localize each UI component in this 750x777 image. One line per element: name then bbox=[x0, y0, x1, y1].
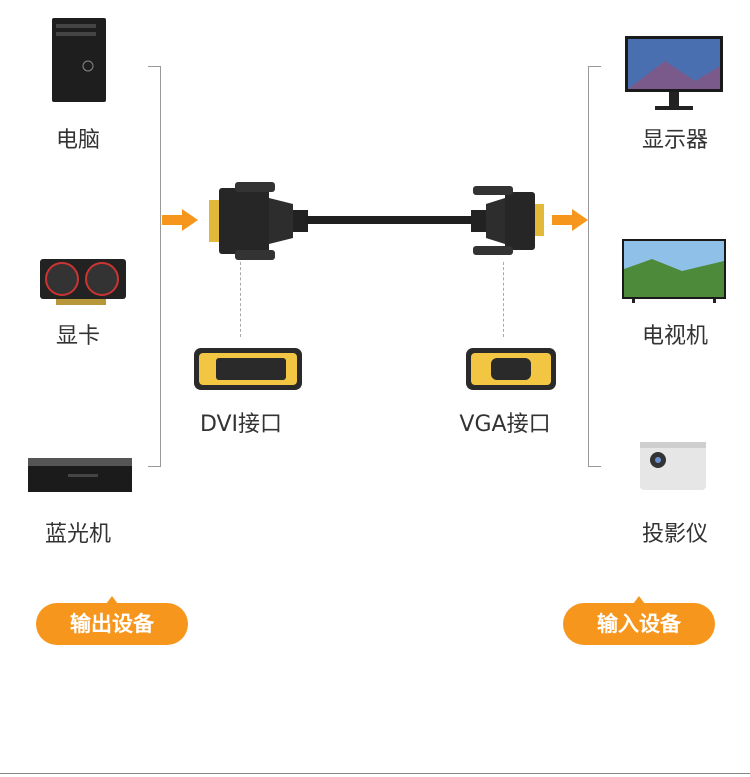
projector-icon bbox=[640, 442, 706, 490]
device-label-monitor: 显示器 bbox=[641, 128, 709, 153]
dvi-port-icon bbox=[194, 348, 302, 390]
monitor-icon bbox=[625, 36, 723, 110]
output-devices-badge: 输出设备 bbox=[36, 596, 188, 645]
dvi-to-vga-cable bbox=[209, 182, 544, 260]
bluray-player-icon bbox=[28, 458, 132, 492]
device-label-pc: 电脑 bbox=[55, 128, 101, 153]
vga-port-label: VGA接口 bbox=[459, 412, 551, 437]
vga-port-icon bbox=[466, 348, 556, 390]
device-label-tv: 电视机 bbox=[641, 324, 709, 349]
vga-dashed-line bbox=[503, 262, 504, 337]
divider bbox=[0, 773, 750, 774]
device-label-projector: 投影仪 bbox=[641, 522, 709, 547]
device-label-bluray: 蓝光机 bbox=[44, 522, 112, 547]
arrow-right-icon bbox=[162, 209, 198, 231]
output-bracket bbox=[148, 66, 161, 467]
input-devices-badge: 输入设备 bbox=[563, 596, 715, 645]
dvi-port-label: DVI接口 bbox=[199, 412, 283, 437]
dvi-dashed-line bbox=[240, 262, 241, 337]
device-label-gpu: 显卡 bbox=[55, 324, 101, 349]
arrow-right-icon bbox=[552, 209, 588, 231]
input-bracket bbox=[588, 66, 601, 467]
graphics-card-icon bbox=[40, 259, 126, 305]
pc-tower-icon bbox=[52, 18, 106, 102]
tv-icon bbox=[622, 239, 726, 303]
